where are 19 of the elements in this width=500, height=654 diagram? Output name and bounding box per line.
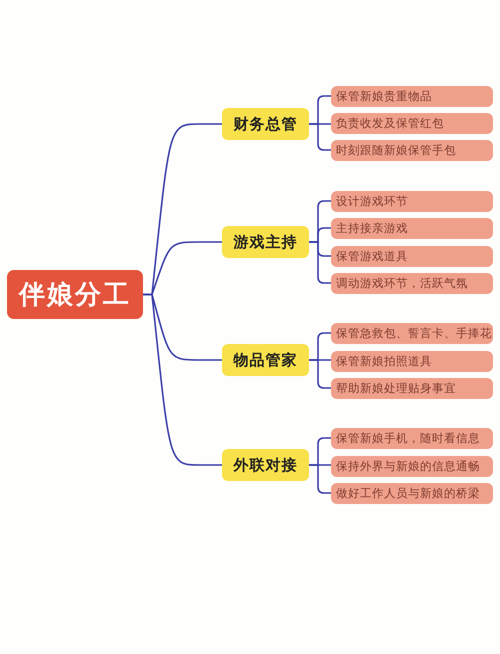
task-box: 帮助新娘处理贴身事宜 — [331, 378, 493, 398]
task-box: 保管新娘手机，随时看信息 — [331, 428, 493, 448]
subtopic-box: 物品管家 — [222, 344, 309, 376]
task-box: 负责收发及保管红包 — [331, 112, 493, 134]
subtopic-box: 游戏主持 — [222, 226, 309, 258]
task-box: 保管游戏道具 — [331, 246, 493, 266]
task-box: 调动游戏环节，活跃气氛 — [331, 272, 493, 294]
task-box: 做好工作人员与新娘的桥梁 — [331, 482, 493, 504]
subtopic-box: 财务总管 — [222, 108, 309, 140]
task-box: 时刻跟随新娘保管手包 — [331, 140, 493, 160]
task-box: 保管新娘拍照道具 — [331, 350, 493, 372]
task-box: 设计游戏环节 — [331, 190, 493, 212]
subtopic-box: 外联对接 — [222, 449, 309, 481]
connector-line — [143, 294, 222, 466]
task-box: 主持接亲游戏 — [331, 218, 493, 238]
task-box: 保管急救包、誓言卡、手捧花 — [331, 322, 493, 344]
task-box: 保管新娘贵重物品 — [331, 86, 493, 106]
topic-box: 伴娘分工 — [7, 270, 143, 319]
task-box: 保持外界与新娘的信息通畅 — [331, 456, 493, 476]
